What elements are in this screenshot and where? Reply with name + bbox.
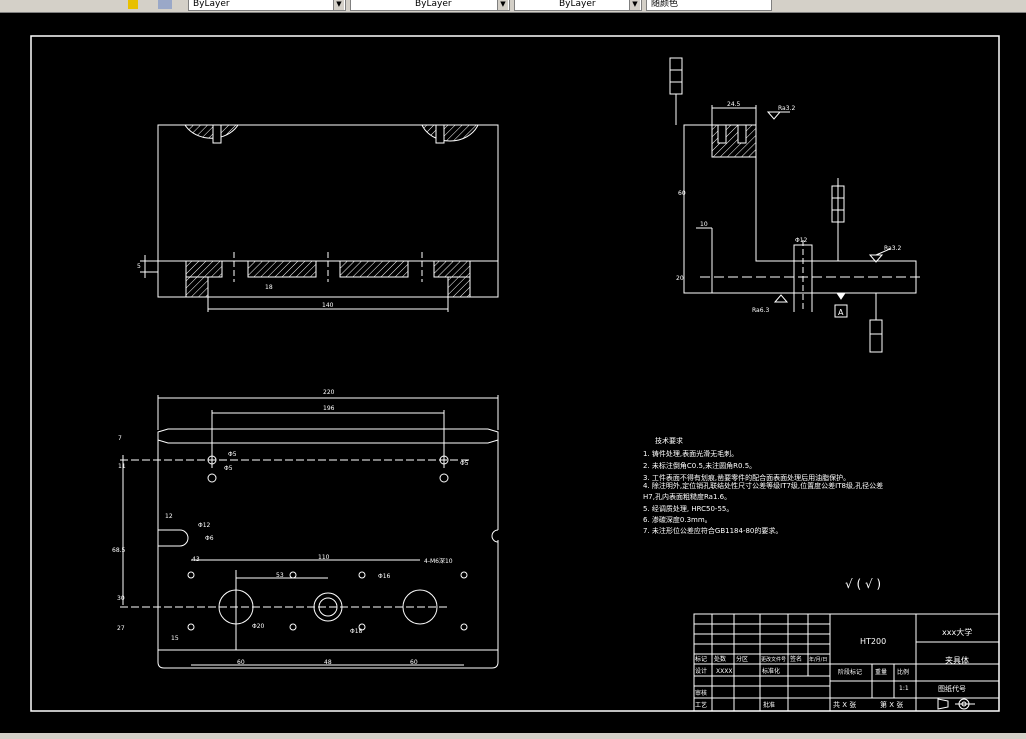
layer-previous-icon[interactable] xyxy=(158,0,172,9)
plotstyle-control-dropdown[interactable]: 随颜色 xyxy=(646,0,772,11)
chevron-down-icon[interactable]: ▼ xyxy=(497,0,508,10)
tech-line-3: 3. 工件表面不得有划痕,凿要零件的配合面表面处理后用油脂保护。 xyxy=(643,473,850,482)
row-sign: 签名 xyxy=(790,655,802,663)
scale-value: 1:1 xyxy=(899,685,909,692)
row-date: 年/月/日 xyxy=(809,656,827,663)
color-control-value: ByLayer xyxy=(193,0,230,9)
row-count: 处数 xyxy=(714,655,726,663)
row-change: 更改文件号 xyxy=(761,656,786,663)
lineweight-control-value: ByLayer xyxy=(559,0,596,9)
tech-line-6: 5. 经调质处理, HRC50-55。 xyxy=(643,504,733,513)
dim-phi6: Φ6 xyxy=(205,535,214,542)
scale-label: 比例 xyxy=(897,668,909,676)
university-text: xxx大学 xyxy=(942,627,972,637)
plotstyle-control-value: 随颜色 xyxy=(651,0,679,9)
dim-12b: 12 xyxy=(165,513,173,520)
design-name: XXXX xyxy=(716,668,732,675)
sheet-number: 第 X 张 xyxy=(880,700,903,709)
dim-24-5: 24.5 xyxy=(727,101,741,108)
dim-110: 110 xyxy=(318,554,330,561)
tech-line-7: 6. 渗碳深度0.3mm。 xyxy=(643,515,712,524)
dim-7: 7 xyxy=(118,435,122,442)
design-label: 设计 xyxy=(695,667,707,675)
chevron-down-icon[interactable]: ▼ xyxy=(629,0,640,10)
datum-a-box xyxy=(834,304,848,318)
tolerance-frame-3 xyxy=(869,319,883,353)
tech-line-5: H7,孔内表面粗糙度Ra1.6。 xyxy=(643,492,731,501)
dim-60-b: 60 xyxy=(410,659,418,666)
sheet-border xyxy=(30,35,1000,712)
dim-phi5-b: Φ5 xyxy=(224,465,233,472)
projection-symbol-icon xyxy=(937,698,975,710)
dim-phi18: Φ18 xyxy=(350,628,363,635)
dim-phi5-c: Φ5 xyxy=(460,460,469,467)
tech-line-1: 1. 铸件处理,表面光滑无毛刺。 xyxy=(643,449,738,458)
dim-43: 43 xyxy=(192,556,200,563)
dim-4phi10: 4-M6深10 xyxy=(424,557,453,565)
tech-line-8: 7. 未注形位公差应符合GB1184-80的要求。 xyxy=(643,526,782,535)
dim-18: 18 xyxy=(265,284,273,291)
properties-toolbar: ByLayer ▼ ByLayer ▼ ByLayer ▼ 随颜色 xyxy=(0,0,1026,13)
title-block xyxy=(693,613,1000,712)
dim-phi20: Φ20 xyxy=(252,623,265,630)
datum-a-label: A xyxy=(838,308,844,317)
dim-30: 30 xyxy=(117,595,125,602)
roughness-ra3-2-a: Ra3.2 xyxy=(778,105,795,112)
linetype-control-value: ByLayer xyxy=(415,0,452,9)
dim-phi16: Φ16 xyxy=(378,573,391,580)
tech-requirements-title: 技术要求 xyxy=(655,436,683,445)
dim-phi12-hole: Φ12 xyxy=(795,237,808,244)
dim-5: 5 xyxy=(137,263,141,270)
dim-140: 140 xyxy=(322,302,334,309)
tolerance-frame-1 xyxy=(669,57,683,125)
dim-53: 53 xyxy=(276,572,284,579)
status-strip xyxy=(0,733,1026,739)
top-view xyxy=(120,395,499,669)
front-view xyxy=(140,124,499,312)
weight-label: 重量 xyxy=(875,668,887,676)
total-sheets: 共 X 张 xyxy=(833,700,856,709)
row-mark: 标记 xyxy=(695,655,707,663)
dim-phi12: Φ12 xyxy=(198,522,211,529)
dim-220: 220 xyxy=(323,389,335,396)
dim-27: 27 xyxy=(117,625,125,632)
layer-state-icon[interactable] xyxy=(128,0,138,9)
dim-60-a: 60 xyxy=(237,659,245,666)
dim-10: 10 xyxy=(700,221,708,228)
standard-label: 标准化 xyxy=(762,667,780,675)
row-zone: 分区 xyxy=(736,655,748,663)
dim-11: 11 xyxy=(118,463,126,470)
review-label: 审核 xyxy=(695,689,707,697)
color-control-dropdown[interactable]: ByLayer ▼ xyxy=(188,0,346,11)
approve-label: 批准 xyxy=(763,701,775,709)
drawing-no-label: 图纸代号 xyxy=(938,684,966,693)
stage-label: 阶段标记 xyxy=(838,668,862,676)
chevron-down-icon[interactable]: ▼ xyxy=(333,0,344,10)
part-name-text: 夹具体 xyxy=(945,655,969,665)
dim-60: 60 xyxy=(678,190,686,197)
linetype-control-dropdown[interactable]: ByLayer ▼ xyxy=(350,0,510,11)
dim-48: 48 xyxy=(324,659,332,666)
dim-68-5: 68.5 xyxy=(112,547,126,554)
dim-196: 196 xyxy=(323,405,335,412)
process-label: 工艺 xyxy=(695,701,707,709)
roughness-note: √ ( √ ) xyxy=(845,577,881,591)
side-view xyxy=(683,105,920,320)
roughness-ra6-3: Ra6.3 xyxy=(752,307,769,314)
drawing-canvas[interactable]: 140 18 5 220 xyxy=(0,12,1026,733)
tech-line-4: 4. 除注明外,定位销孔联结处性尺寸公差等级IT7级,位置度公差IT8级,孔径公… xyxy=(643,481,883,490)
dim-20: 20 xyxy=(676,275,684,282)
material-text: HT200 xyxy=(860,637,886,646)
lineweight-control-dropdown[interactable]: ByLayer ▼ xyxy=(514,0,642,11)
dim-phi5-a: Φ5 xyxy=(228,451,237,458)
tolerance-frame-2 xyxy=(831,185,845,223)
tech-line-2: 2. 未标注倒角C0.5,未注圆角R0.5。 xyxy=(643,461,756,470)
roughness-ra3-2-b: Ra3.2 xyxy=(884,245,901,252)
dim-15: 15 xyxy=(171,635,179,642)
